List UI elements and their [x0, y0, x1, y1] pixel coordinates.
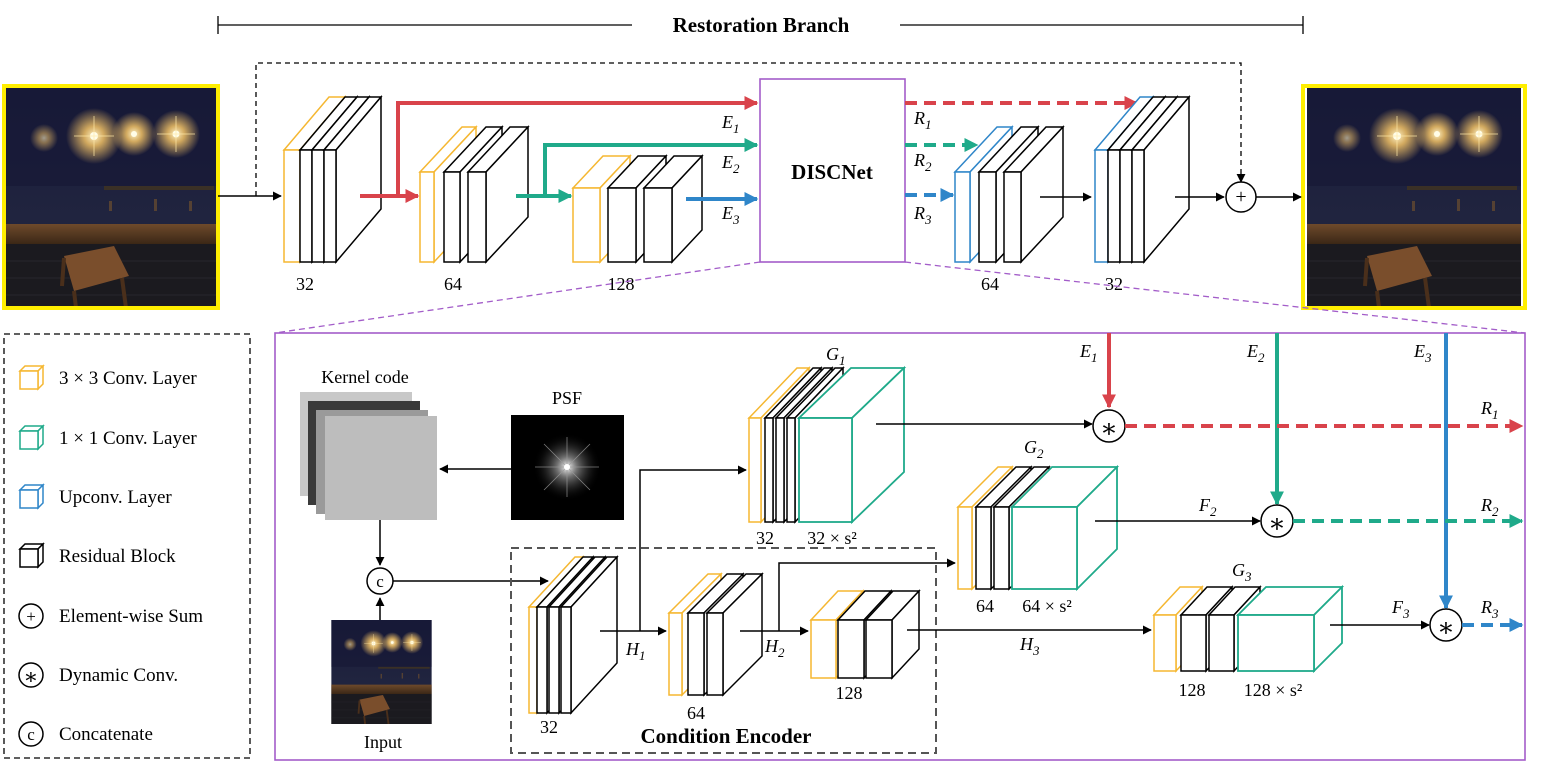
- svg-text:E1: E1: [721, 112, 740, 136]
- svg-text:+: +: [1235, 186, 1246, 208]
- residual-cube-icon: [18, 542, 45, 569]
- legend-dynconv-icon: ∗: [18, 662, 44, 689]
- dynconv-icon: ∗: [1092, 409, 1126, 443]
- generator-g3: G3 128 128 × s²: [1152, 560, 1345, 700]
- legend-concat-icon: c: [18, 721, 44, 747]
- legend-label-concat: Concatenate: [59, 724, 153, 745]
- psf-image: PSF: [511, 388, 624, 520]
- legend-label-dynconv: Dynamic Conv.: [59, 665, 178, 686]
- svg-text:F3: F3: [1391, 597, 1410, 621]
- svg-text:∗: ∗: [1437, 613, 1455, 642]
- ce-channels-32: 32: [540, 717, 558, 737]
- svg-text:∗: ∗: [1100, 414, 1118, 443]
- restoration-decoder: 64 32: [953, 94, 1191, 294]
- kernel-code-label: Kernel code: [321, 367, 408, 387]
- condition-encoder-title: Condition Encoder: [641, 724, 812, 748]
- svg-text:G1: G1: [826, 344, 846, 368]
- rb-channels-64: 64: [444, 274, 462, 294]
- svg-text:∗: ∗: [24, 664, 39, 689]
- svg-text:R2: R2: [913, 150, 932, 174]
- legend: 3 × 3 Conv. Layer 1 × 1 Conv. Layer Upco…: [3, 333, 251, 759]
- discnet-detail-panel: [274, 332, 1526, 761]
- legend-sum-icon: +: [18, 603, 44, 629]
- svg-text:F2: F2: [1198, 495, 1217, 519]
- legend-label-conv3x3: 3 × 3 Conv. Layer: [59, 368, 197, 389]
- legend-label-conv1x1: 1 × 1 Conv. Layer: [59, 428, 197, 449]
- svg-text:H2: H2: [764, 636, 785, 660]
- svg-text:E3: E3: [1413, 341, 1432, 365]
- rb-channels-32b: 32: [1105, 274, 1123, 294]
- restoration-encoder: 32 64 128: [282, 94, 704, 294]
- g2-channels-64s2: 64 × s²: [1022, 596, 1072, 616]
- svg-text:G3: G3: [1232, 560, 1252, 584]
- svg-text:E1: E1: [1079, 341, 1098, 365]
- svg-text:c: c: [27, 725, 35, 744]
- legend-label-upconv: Upconv. Layer: [59, 487, 172, 508]
- svg-text:E2: E2: [1246, 341, 1265, 365]
- input-image: [2, 84, 220, 310]
- kernel-code: Kernel code: [300, 367, 437, 520]
- g3-channels-128: 128: [1179, 680, 1206, 700]
- psf-label: PSF: [552, 388, 582, 408]
- e1-connection: [396, 96, 759, 196]
- legend-label-sum: Element-wise Sum: [59, 606, 203, 627]
- rb-channels-32: 32: [296, 274, 314, 294]
- ce-channels-128: 128: [836, 683, 863, 703]
- generator-g1: G1 32 32 × s²: [747, 344, 907, 548]
- svg-text:H1: H1: [625, 639, 646, 663]
- skip-connection: [255, 62, 1246, 196]
- rb-channels-128: 128: [608, 274, 635, 294]
- sum-icon: +: [1225, 181, 1257, 213]
- svg-text:∗: ∗: [1268, 509, 1286, 538]
- condition-encoder: Condition Encoder 32 64 128: [510, 547, 937, 754]
- discnet-module: DISCNet: [759, 78, 906, 263]
- g1-channels-32: 32: [756, 528, 774, 548]
- g2-channels-64: 64: [976, 596, 994, 616]
- ce-channels-64: 64: [687, 703, 705, 723]
- g3-channels-128s2: 128 × s²: [1244, 680, 1303, 700]
- conv3x3-cube-icon: [18, 364, 45, 391]
- input-label: Input: [364, 732, 402, 752]
- e2-connection: [543, 138, 759, 196]
- svg-text:R1: R1: [913, 108, 932, 132]
- dynconv-icon-3: ∗: [1429, 608, 1463, 642]
- input-thumbnail: Input: [330, 620, 433, 752]
- restoration-branch-header: Restoration Branch: [217, 13, 1304, 37]
- svg-text:R3: R3: [913, 203, 932, 227]
- concat-icon: c: [366, 567, 394, 595]
- output-image: [1301, 84, 1527, 310]
- svg-text:DISCNet: DISCNet: [791, 160, 873, 184]
- svg-text:E2: E2: [721, 152, 740, 176]
- rb-channels-64b: 64: [981, 274, 999, 294]
- dynconv-icon-2: ∗: [1260, 504, 1294, 538]
- upconv-cube-icon: [18, 483, 45, 510]
- svg-text:c: c: [376, 572, 384, 591]
- svg-text:+: +: [26, 607, 36, 626]
- svg-text:G2: G2: [1024, 437, 1044, 461]
- g1-channels-32s2: 32 × s²: [807, 528, 857, 548]
- svg-text:R2: R2: [1480, 495, 1499, 519]
- svg-text:H3: H3: [1019, 634, 1040, 658]
- generator-g2: G2 64 64 × s²: [956, 437, 1120, 616]
- svg-text:R1: R1: [1480, 398, 1499, 422]
- restoration-branch-title: Restoration Branch: [673, 13, 850, 37]
- svg-text:E3: E3: [721, 203, 740, 227]
- conv1x1-cube-icon: [18, 424, 45, 451]
- svg-text:R3: R3: [1480, 597, 1499, 621]
- legend-label-residual: Residual Block: [59, 546, 176, 567]
